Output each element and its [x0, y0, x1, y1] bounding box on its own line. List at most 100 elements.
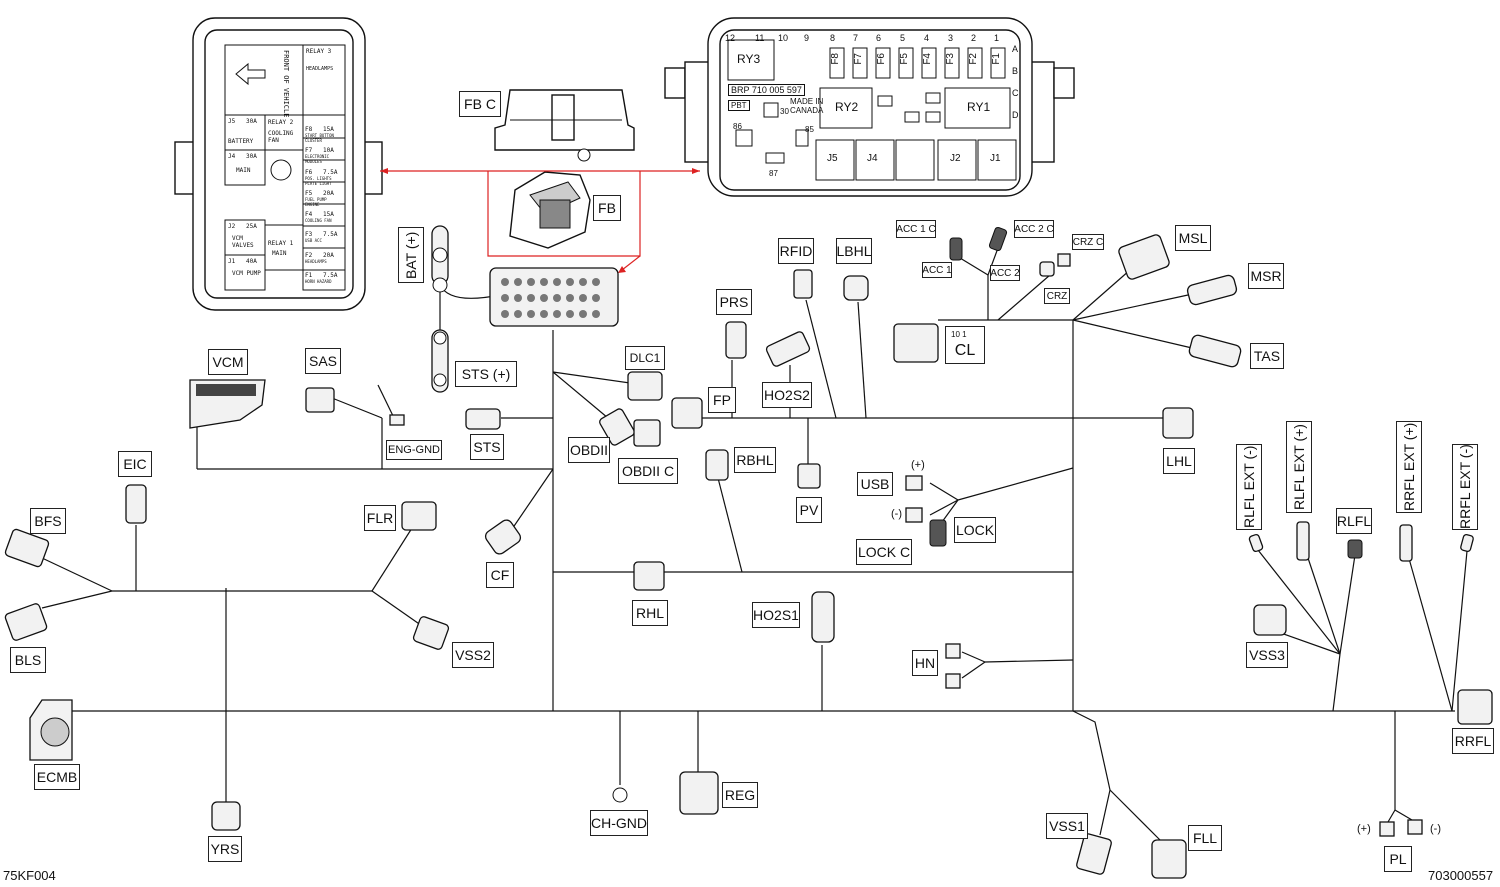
label-fb-c: FB C: [459, 91, 501, 117]
fuse-f8: F8: [830, 53, 841, 65]
f8-text: F8 15A: [305, 126, 334, 133]
label-tas: TAS: [1250, 343, 1284, 369]
battery-text: BATTERY: [228, 138, 254, 145]
label-flr: FLR: [364, 505, 396, 531]
f5-text: F5 20A: [305, 190, 334, 197]
fuse-f2: F2: [968, 53, 979, 65]
f4-sub-text: COOLING FAN: [305, 218, 332, 223]
fb-row-b: B: [1012, 66, 1019, 76]
label-lhl: LHL: [1163, 448, 1195, 474]
label-dlc1: DLC1: [625, 346, 665, 370]
fb-num-5: 5: [900, 33, 906, 43]
fb-num-7: 7: [853, 33, 859, 43]
cl-pin-numbers: 10 1: [951, 330, 967, 339]
fuse-f6: F6: [876, 53, 887, 65]
f7-sub-text: ELECTRONIC MODULES: [305, 154, 330, 164]
label-pl: PL: [1384, 846, 1412, 872]
label-rrfl-ext-plus: RRFL EXT (+): [1396, 421, 1422, 513]
pin-86: 86: [733, 122, 742, 131]
label-rrfl-ext-minus: RRFL EXT (-): [1452, 444, 1478, 530]
pbt-mark: PBT: [728, 100, 750, 111]
fuse-f3: F3: [945, 53, 956, 65]
label-rlfl-ext-minus: RLFL EXT (-): [1236, 444, 1262, 530]
fb-c-cover: [494, 89, 635, 162]
label-rlfl-ext-plus: RLFL EXT (+): [1286, 421, 1312, 513]
jack-j1: J1: [990, 153, 1001, 164]
relay-ry3: RY3: [737, 52, 761, 66]
label-lock-c: LOCK C: [856, 539, 912, 565]
pin-85: 85: [805, 125, 814, 134]
fuse-box-top: [664, 17, 1075, 197]
relay1-text: RELAY 1: [268, 240, 294, 247]
label-usb: USB: [857, 472, 893, 496]
relay-ry2: RY2: [835, 100, 859, 114]
f4-text: F4 15A: [305, 211, 334, 218]
main-text: MAIN: [236, 167, 251, 174]
label-rfid: RFID: [778, 238, 814, 264]
relay2-sub-text: COOLING FAN: [268, 130, 294, 144]
j4-text: J4 30A: [228, 153, 257, 160]
fb-num-6: 6: [876, 33, 882, 43]
label-rrfl: RRFL: [1452, 728, 1494, 754]
label-msl: MSL: [1175, 225, 1211, 251]
f6-text: F6 7.5A: [305, 169, 338, 176]
label-bfs: BFS: [30, 508, 66, 534]
ref-code-right: 703000557: [1428, 868, 1494, 883]
label-sts-plus: STS (+): [455, 361, 517, 387]
fb-num-9: 9: [804, 33, 810, 43]
f2-sub-text: HEADLAMPS: [305, 259, 327, 264]
fuse-label-card: [174, 17, 383, 311]
label-vss3: VSS3: [1246, 642, 1288, 668]
label-lock: LOCK: [954, 517, 996, 543]
j2-sub-text: VCM VALVES: [232, 235, 254, 249]
label-rhl: RHL: [632, 600, 668, 626]
label-acc1-c: ACC 1 C: [896, 220, 936, 238]
part-number: BRP 710 005 597: [728, 84, 805, 96]
f2-text: F2 20A: [305, 252, 334, 259]
made-in-canada: MADE IN CANADA: [790, 97, 824, 115]
f7-text: F7 10A: [305, 147, 334, 154]
label-obdii: OBDII: [568, 437, 610, 463]
label-lbhl: LBHL: [836, 238, 872, 264]
f6-sub-text: POS. LIGHTS PLATE LIGHT: [305, 176, 332, 186]
fb-num-11: 11: [755, 33, 765, 43]
label-acc1: ACC 1: [922, 262, 952, 278]
label-cf: CF: [486, 562, 514, 588]
usb-plus: (+): [911, 459, 925, 471]
j1-sub-text: VCM PUMP: [232, 270, 261, 277]
connectors: [4, 225, 1493, 879]
front-of-vehicle-text: FRONT OF VEHICLE: [282, 50, 290, 118]
reference-arrows: [380, 168, 700, 273]
relay3-text: RELAY 3: [306, 48, 332, 55]
label-sas: SAS: [305, 348, 341, 374]
f3-sub-text: USB ACC: [305, 238, 322, 243]
label-eng-gnd: ENG-GND: [386, 440, 442, 460]
label-vcm: VCM: [208, 349, 248, 375]
label-cl: CL: [945, 326, 985, 364]
fuse-f5: F5: [899, 53, 910, 65]
fb-fuse-box: [509, 171, 591, 249]
fb-row-a: A: [1012, 44, 1019, 54]
fb-num-4: 4: [924, 33, 930, 43]
fuse-f7: F7: [853, 53, 864, 65]
label-obdii-c: OBDII C: [618, 458, 678, 484]
label-ch-gnd: CH-GND: [590, 810, 648, 836]
relay-ry1: RY1: [967, 100, 991, 114]
label-acc2-c: ACC 2 C: [1014, 220, 1054, 238]
j2-text: J2 25A: [228, 223, 257, 230]
fb-row-c: C: [1012, 88, 1019, 98]
pl-plus: (+): [1357, 823, 1371, 835]
jack-j2: J2: [950, 153, 961, 164]
label-bat-plus: BAT (+): [398, 227, 424, 283]
fuse-f1: F1: [991, 53, 1002, 65]
fb-num-2: 2: [971, 33, 977, 43]
label-crz-c: CRZ C: [1072, 234, 1104, 250]
j1-text: J1 40A: [228, 258, 257, 265]
label-pv: PV: [796, 497, 822, 523]
f8-sub-text: START BUTTON CLUSTER: [305, 133, 334, 143]
label-bls: BLS: [10, 647, 46, 673]
f5-sub-text: FUEL PUMP ENGINE: [305, 197, 327, 207]
label-hn: HN: [912, 650, 938, 676]
label-fp: FP: [708, 387, 736, 413]
